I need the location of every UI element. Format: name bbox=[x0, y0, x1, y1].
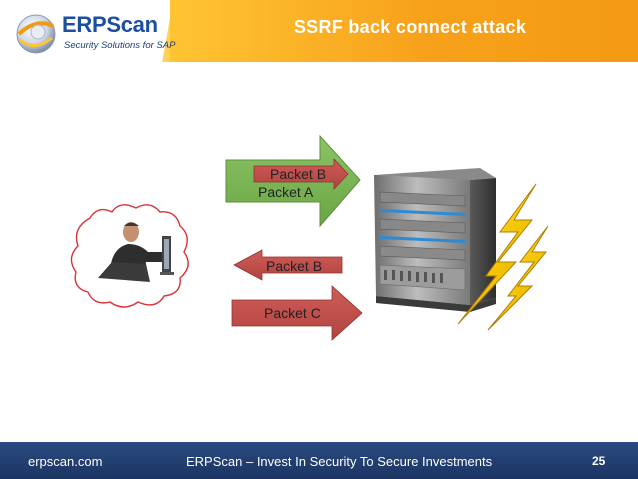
page-number: 25 bbox=[592, 454, 606, 468]
slide-title: SSRF back connect attack bbox=[293, 17, 527, 37]
slide-header: SSRF back connect attack ERPScan Securit… bbox=[0, 0, 638, 62]
inner-packet-b-arrow bbox=[253, 157, 349, 191]
attacker-thought-cloud-icon bbox=[70, 204, 189, 308]
logo-name: ERPScan bbox=[62, 12, 158, 37]
arrow-packet-b-back bbox=[233, 249, 343, 281]
arrow-label-packet-b-back: Packet B bbox=[266, 258, 323, 274]
arrow-label-packet-a: Packet A bbox=[258, 184, 314, 200]
arrow-packet-c bbox=[231, 285, 363, 341]
footer-site-link[interactable]: erpscan.com bbox=[28, 454, 103, 469]
slide-footer: erpscan.com ERPScan – Invest In Security… bbox=[0, 442, 638, 479]
globe-icon bbox=[16, 14, 56, 54]
erpscan-logo: ERPScan Security Solutions for SAP bbox=[14, 12, 175, 54]
footer-slogan: ERPScan – Invest In Security To Secure I… bbox=[186, 454, 493, 469]
lightning-icon bbox=[457, 183, 549, 331]
logo-tagline: Security Solutions for SAP bbox=[64, 40, 176, 51]
arrow-label-packet-c: Packet C bbox=[264, 305, 321, 321]
server-icon bbox=[374, 168, 496, 312]
header-band bbox=[170, 0, 638, 62]
arrow-label-packet-b-inner: Packet B bbox=[270, 166, 327, 182]
